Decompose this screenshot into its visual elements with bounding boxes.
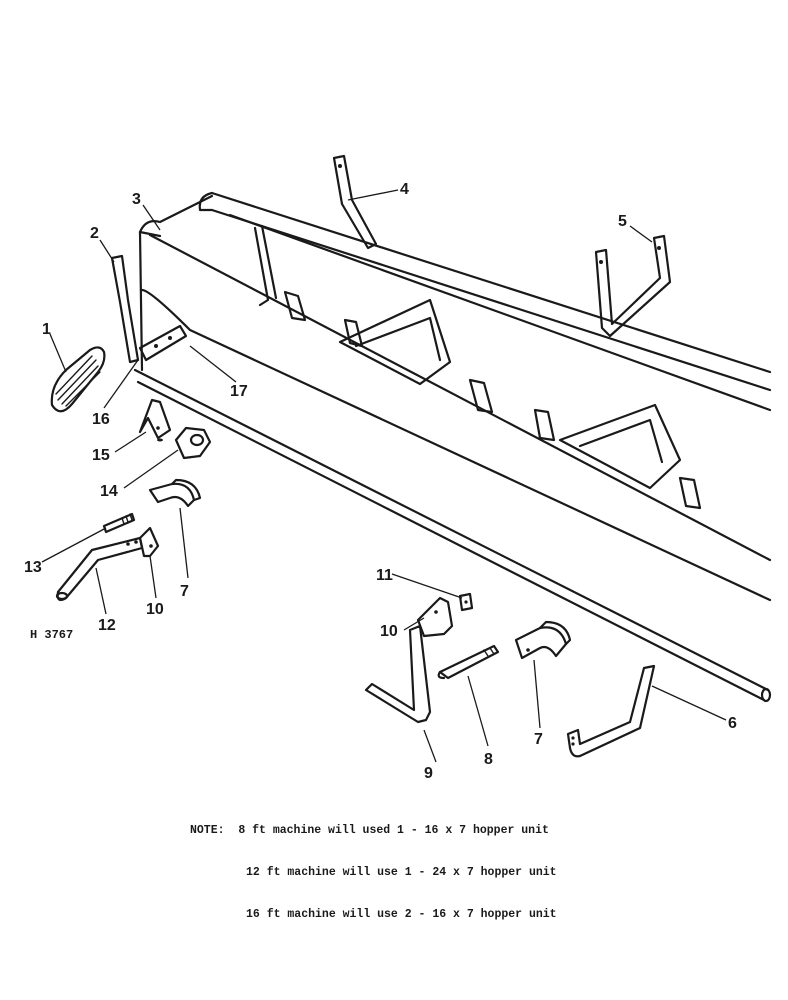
- callout-10-lower: 10: [380, 623, 398, 640]
- part-14-bearing-block: [174, 426, 212, 460]
- note-block: NOTE: 8 ft machine will used 1 - 16 x 7 …: [190, 796, 610, 936]
- callout-17: 17: [230, 383, 248, 400]
- callout-12: 12: [98, 617, 116, 634]
- part-7-clamp-upper: [148, 478, 202, 508]
- callout-7-lower: 7: [534, 731, 543, 748]
- callout-1: 1: [42, 321, 51, 338]
- note-line-1: NOTE: 8 ft machine will used 1 - 16 x 7 …: [190, 824, 610, 838]
- callout-10-upper: 10: [146, 601, 164, 618]
- part-15-clip: [138, 398, 172, 442]
- callout-16: 16: [92, 411, 110, 428]
- callout-5: 5: [618, 213, 627, 230]
- part-17-hinge-strap: [138, 324, 188, 362]
- part-7-clamp-lower: [514, 620, 572, 660]
- part-9-hook: [364, 624, 432, 724]
- figure-id: H 3767: [30, 628, 73, 642]
- part-12-lever: [55, 536, 144, 602]
- callout-15: 15: [92, 447, 110, 464]
- note-line-2: 12 ft machine will use 1 - 24 x 7 hopper…: [246, 866, 557, 879]
- part-6-strap: [566, 664, 656, 758]
- part-8-rod: [437, 644, 500, 680]
- callout-4: 4: [400, 181, 409, 198]
- part-10-bracket-lower: [416, 596, 454, 638]
- callout-2: 2: [90, 225, 99, 242]
- callout-6: 6: [728, 715, 737, 732]
- callout-14: 14: [100, 483, 118, 500]
- leader-lines: [41, 189, 727, 763]
- callout-9: 9: [424, 765, 433, 782]
- agitator-shaft: [133, 368, 772, 703]
- hopper-box: [138, 191, 772, 602]
- part-1-cover-plate: [50, 346, 106, 413]
- part-5-u-hanger: [594, 234, 672, 338]
- callout-7-upper: 7: [180, 583, 189, 600]
- note-label: NOTE:: [190, 824, 225, 837]
- part-4-bracket: [332, 154, 378, 250]
- callout-8: 8: [484, 751, 493, 768]
- callout-3: 3: [132, 191, 141, 208]
- part-2-support-bar: [110, 254, 140, 364]
- part-13-bolt: [102, 512, 136, 534]
- callout-11: 11: [376, 567, 393, 584]
- part-10-bracket-upper: [138, 526, 160, 558]
- callout-labels: 1 2 3 4 5 6 7 7 8 9 10 10 11 12 13 14 15…: [24, 181, 737, 782]
- note-text-1: 8 ft machine will used 1 - 16 x 7 hopper…: [238, 824, 549, 837]
- part-11-plate: [458, 592, 474, 612]
- callout-13: 13: [24, 559, 42, 576]
- note-line-3: 16 ft machine will use 2 - 16 x 7 hopper…: [246, 908, 557, 921]
